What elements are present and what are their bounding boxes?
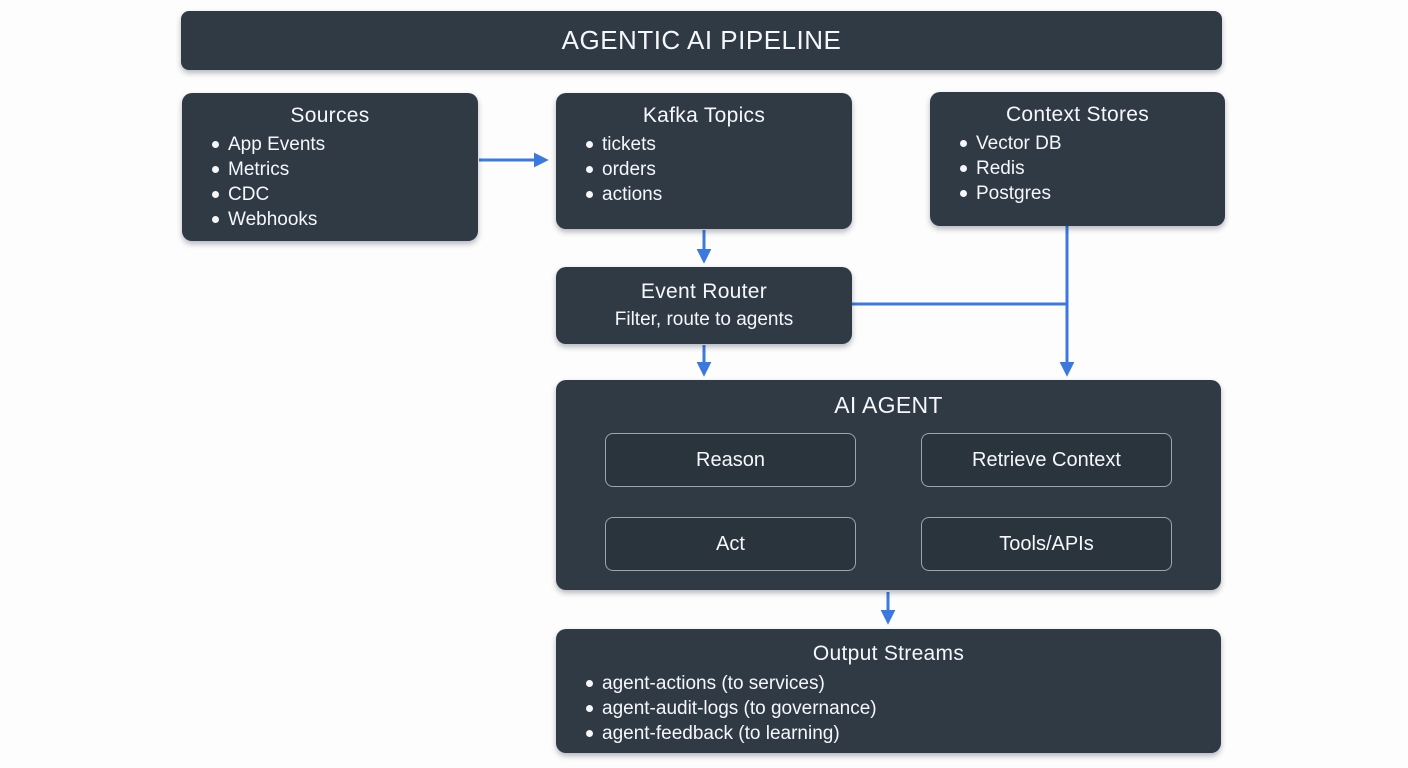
list-item: Metrics xyxy=(212,157,478,182)
kafka-topics-title: Kafka Topics xyxy=(642,104,766,127)
list-item: App Events xyxy=(212,132,478,157)
sources-title: Sources xyxy=(290,104,370,127)
tools-apis-label: Tools/APIs xyxy=(999,532,1094,555)
node-context-stores: Context Stores Vector DB Redis Postgres xyxy=(930,92,1225,226)
context-stores-title: Context Stores xyxy=(1005,103,1150,126)
node-tools-apis: Tools/APIs xyxy=(921,517,1172,571)
node-ai-agent: AI AGENT Reason Retrieve Context Act Too… xyxy=(556,380,1221,590)
list-item: Redis xyxy=(960,156,1225,181)
list-item: CDC xyxy=(212,182,478,207)
output-streams-list: agent-actions (to services) agent-audit-… xyxy=(556,671,1221,746)
list-item: tickets xyxy=(586,132,852,157)
list-item: Webhooks xyxy=(212,207,478,232)
list-item: Vector DB xyxy=(960,131,1225,156)
pipeline-title-bar: AGENTIC AI PIPELINE xyxy=(181,11,1222,70)
list-item: agent-actions (to services) xyxy=(586,671,1221,696)
list-item: actions xyxy=(586,182,852,207)
node-act: Act xyxy=(605,517,856,571)
node-event-router: Event Router Filter, route to agents xyxy=(556,267,852,344)
node-reason: Reason xyxy=(605,433,856,487)
event-router-title: Event Router xyxy=(640,280,768,303)
node-sources: Sources App Events Metrics CDC Webhooks xyxy=(182,93,478,241)
context-stores-list: Vector DB Redis Postgres xyxy=(930,131,1225,206)
node-retrieve-context: Retrieve Context xyxy=(921,433,1172,487)
list-item: Postgres xyxy=(960,181,1225,206)
node-kafka-topics: Kafka Topics tickets orders actions xyxy=(556,93,852,229)
event-router-subtitle: Filter, route to agents xyxy=(614,309,794,330)
reason-label: Reason xyxy=(696,448,765,471)
node-output-streams: Output Streams agent-actions (to service… xyxy=(556,629,1221,753)
act-label: Act xyxy=(716,532,745,555)
kafka-topics-list: tickets orders actions xyxy=(556,132,852,207)
list-item: agent-audit-logs (to governance) xyxy=(586,696,1221,721)
sources-list: App Events Metrics CDC Webhooks xyxy=(182,132,478,232)
pipeline-title: AGENTIC AI PIPELINE xyxy=(561,25,842,55)
list-item: agent-feedback (to learning) xyxy=(586,721,1221,746)
ai-agent-title: AI AGENT xyxy=(834,392,943,418)
retrieve-context-label: Retrieve Context xyxy=(972,448,1121,471)
output-streams-title: Output Streams xyxy=(812,642,965,665)
list-item: orders xyxy=(586,157,852,182)
